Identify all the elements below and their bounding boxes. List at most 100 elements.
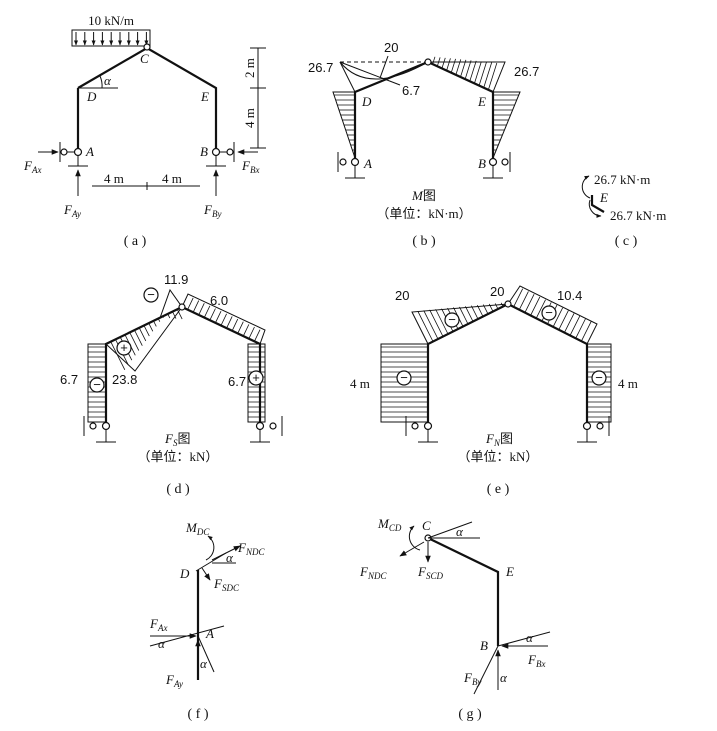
caption-g: ( g ) [458, 707, 482, 722]
sign-minus-right-circle [591, 370, 607, 386]
hinge-c [143, 43, 151, 51]
support-a-pin [73, 147, 83, 157]
sign-plus-col-circle [248, 370, 264, 386]
joint-e-frame [590, 195, 605, 213]
hinge-c-b [424, 58, 432, 66]
frame-b [353, 60, 495, 158]
moment-mdc-arrow [205, 535, 215, 561]
panel-c-joint-e: 26.7 kN·m E 26.7 kN·m ( c ) [581, 172, 666, 249]
unit-fs-diagram: （单位：kN） [138, 449, 219, 464]
hatch-line [535, 299, 546, 319]
hatch-line [465, 306, 474, 322]
sign-minus-dc-circle [444, 312, 460, 328]
hatch-line [483, 62, 493, 88]
value-267-left: 26.7 [308, 60, 333, 75]
support-b-e [582, 421, 592, 431]
value-20: 20 [384, 40, 398, 55]
support-b-d-link [269, 422, 277, 430]
value-67: 6.7 [402, 83, 420, 98]
value-267-right: 26.7 [514, 64, 539, 79]
label-d-f: D [179, 566, 190, 581]
hatch-dc [417, 302, 504, 342]
support-a-link [60, 148, 68, 156]
f-alpha-line-a2 [197, 635, 215, 673]
caption-d: ( d ) [166, 482, 190, 497]
hatch-ce [187, 297, 261, 342]
hatch-line [192, 300, 200, 313]
hatch-line [482, 304, 489, 315]
sign-minus-col-circle [89, 377, 105, 393]
force-ndc-g-arrow [399, 541, 425, 557]
hatch-line [580, 321, 592, 342]
support-b-pin [211, 147, 221, 157]
label-fay-f: FAy [165, 672, 183, 689]
hatch-right-column [587, 346, 611, 418]
label-e-c: E [599, 190, 608, 205]
support-a-d-link [89, 422, 97, 430]
hatch-line [460, 59, 467, 78]
value-104: 10.4 [557, 288, 582, 303]
moment-bottom-label: 26.7 kN·m [610, 208, 666, 223]
hatch-line [575, 318, 586, 339]
dim-4m-left-e: 4 m [350, 376, 370, 391]
moment-mcd-arrow [408, 525, 421, 551]
support-a-b [350, 157, 360, 167]
f-alpha-line-a [149, 625, 225, 647]
value-67-right: 6.7 [228, 374, 246, 389]
moment-leader-67 [339, 61, 401, 86]
support-a-b-link [339, 158, 347, 166]
label-b: B [200, 144, 208, 159]
alpha-label: α [104, 73, 112, 88]
hatch-line [423, 310, 439, 340]
support-b-d [255, 421, 265, 431]
sign-plus-col: + [252, 370, 260, 385]
g-alpha-line-b [497, 631, 551, 647]
hatch-line [176, 309, 183, 320]
force-ndc-arrow [211, 545, 241, 561]
hatch-line [220, 313, 227, 326]
label-fbx-g: FBx [527, 652, 545, 669]
hatch-line [231, 318, 239, 331]
hatch-line [203, 305, 211, 318]
alpha-g-c: α [456, 524, 464, 539]
label-a: A [85, 144, 94, 159]
value-238: 23.8 [112, 372, 137, 387]
label-fay: FAy [63, 202, 81, 219]
panel-g-free-body: α MCD C FNDC FSCD E α α B FBx FBy ( g ) [359, 516, 551, 722]
panel-f-free-body: α MDC FNDC FSDC D α α A FAx FAy ( f ) [149, 520, 265, 722]
hatch-line [441, 57, 446, 69]
hatch-line [530, 296, 541, 316]
hatch-line [248, 326, 255, 339]
hatch-line [435, 309, 449, 335]
hatch-line [209, 308, 216, 321]
caption-c: ( c ) [615, 234, 638, 249]
member-ceb [427, 537, 500, 646]
hinge-c-e [504, 300, 512, 308]
support-a-e-link [411, 422, 419, 430]
label-d-b: D [361, 94, 372, 109]
dim-4m-vertical: 4 m [242, 108, 257, 128]
sign-minus-dc: − [448, 312, 456, 327]
hatch-line [198, 303, 205, 316]
support-b-b [488, 157, 498, 167]
label-b-g: B [480, 638, 488, 653]
alpha-g-b1: α [526, 630, 534, 645]
dim-4m-right-e: 4 m [618, 376, 638, 391]
label-e-g: E [505, 564, 514, 579]
value-20-mid: 20 [490, 284, 504, 299]
label-e-b: E [477, 94, 486, 109]
hatch-line [569, 315, 581, 336]
caption-f: ( f ) [188, 707, 209, 722]
hatch-line [471, 305, 479, 320]
unit-m-diagram: （单位：kN·m） [376, 206, 471, 221]
label-mdc: MDC [185, 520, 210, 537]
hatch-line [558, 310, 569, 330]
value-119: 11.9 [164, 272, 188, 287]
dim-2m: 2 m [242, 58, 257, 78]
label-a-b: A [363, 156, 372, 171]
support-a-e [423, 421, 433, 431]
distributed-load-arrows [74, 32, 149, 46]
title-m-diagram: M图 [411, 188, 436, 203]
sign-minus-circle [143, 287, 159, 303]
label-b-b: B [478, 156, 486, 171]
